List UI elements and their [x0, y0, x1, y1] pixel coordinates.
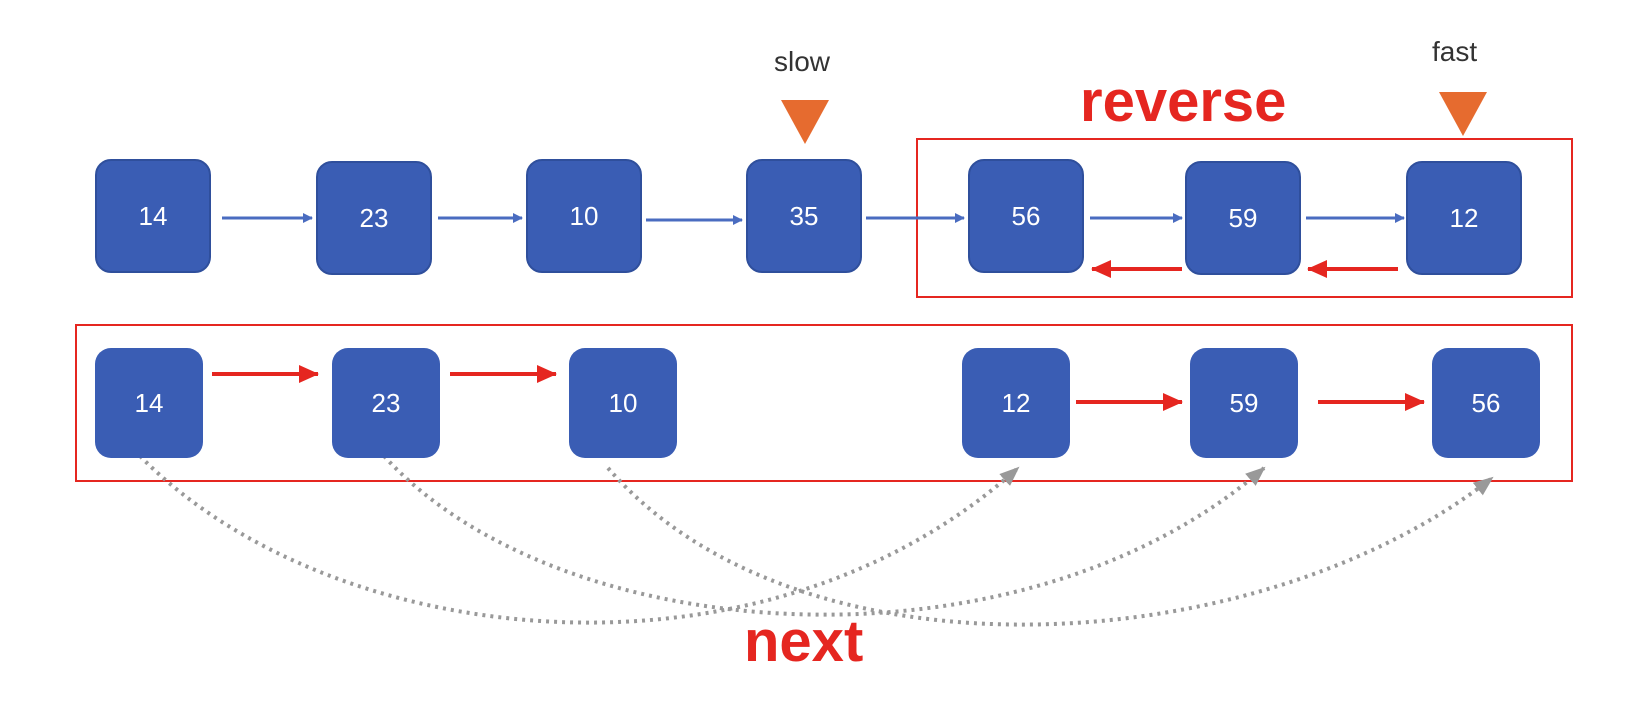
bottom-node-3: 10 — [569, 348, 677, 458]
top-node-3: 10 — [526, 159, 642, 273]
bottom-node-6: 56 — [1432, 348, 1540, 458]
top-node-6: 59 — [1185, 161, 1301, 275]
bottom-node-2: 23 — [332, 348, 440, 458]
next-curve — [382, 454, 1266, 617]
next-label: next — [744, 609, 864, 674]
bottom-node-4: 12 — [962, 348, 1070, 458]
top-node-5: 56 — [968, 159, 1084, 273]
reordered-list-frame — [75, 324, 1573, 482]
reverse-label: reverse — [1080, 69, 1287, 134]
top-node-7: 12 — [1406, 161, 1522, 275]
bottom-node-1: 14 — [95, 348, 203, 458]
next-curve — [138, 454, 1020, 625]
fast-pointer-icon — [1439, 92, 1487, 136]
top-node-4: 35 — [746, 159, 862, 273]
slow-label: slow — [774, 46, 831, 77]
bottom-node-5: 59 — [1190, 348, 1298, 458]
top-node-1: 14 — [95, 159, 211, 273]
fast-label: fast — [1432, 36, 1478, 67]
top-node-2: 23 — [316, 161, 432, 275]
next-curve — [606, 466, 1494, 627]
slow-pointer-icon — [781, 100, 829, 144]
